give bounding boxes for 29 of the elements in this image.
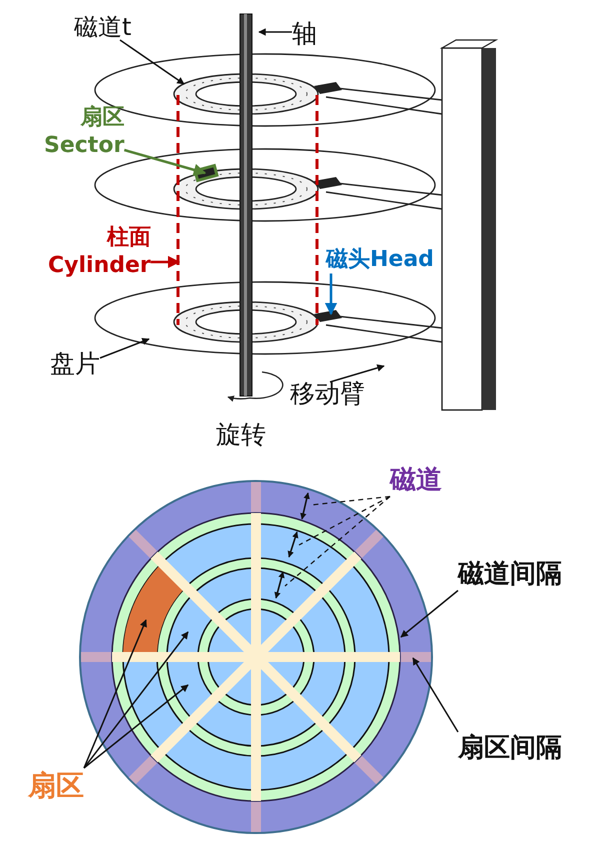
leader-arrow [124, 148, 206, 176]
part-label: 磁道间隔 [458, 558, 562, 590]
part-label: 扇区 [28, 768, 84, 803]
part-label: 磁道t [74, 12, 132, 42]
part-label: Sector [44, 132, 124, 159]
leader-arrow [258, 28, 292, 36]
leader-arrow [84, 684, 189, 769]
part-label: 扇区间隔 [458, 732, 562, 764]
part-label: 盘片 [50, 348, 100, 380]
part-label: 扇区 [80, 104, 124, 132]
leader-line [284, 496, 390, 586]
leader-line [298, 496, 390, 546]
part-label: 磁头Head [326, 246, 434, 274]
part-label: 移动臂 [290, 378, 365, 410]
leader-line [310, 496, 390, 506]
rotation-label: 旋转 [216, 419, 266, 451]
leader-arrow [100, 338, 150, 359]
leader-arrow [412, 657, 459, 732]
leader-arrow [120, 39, 185, 85]
part-label: 柱面 [106, 224, 151, 252]
leader-arrow [400, 590, 458, 638]
part-label: 轴 [292, 18, 317, 50]
leader-arrow [330, 364, 385, 383]
part-label: Cylinder [48, 252, 151, 279]
leader-arrow [150, 256, 180, 268]
leader-arrow [83, 619, 147, 768]
leader-arrow [83, 631, 189, 768]
leader-arrow [324, 274, 338, 316]
part-label: 磁道 [390, 464, 442, 496]
